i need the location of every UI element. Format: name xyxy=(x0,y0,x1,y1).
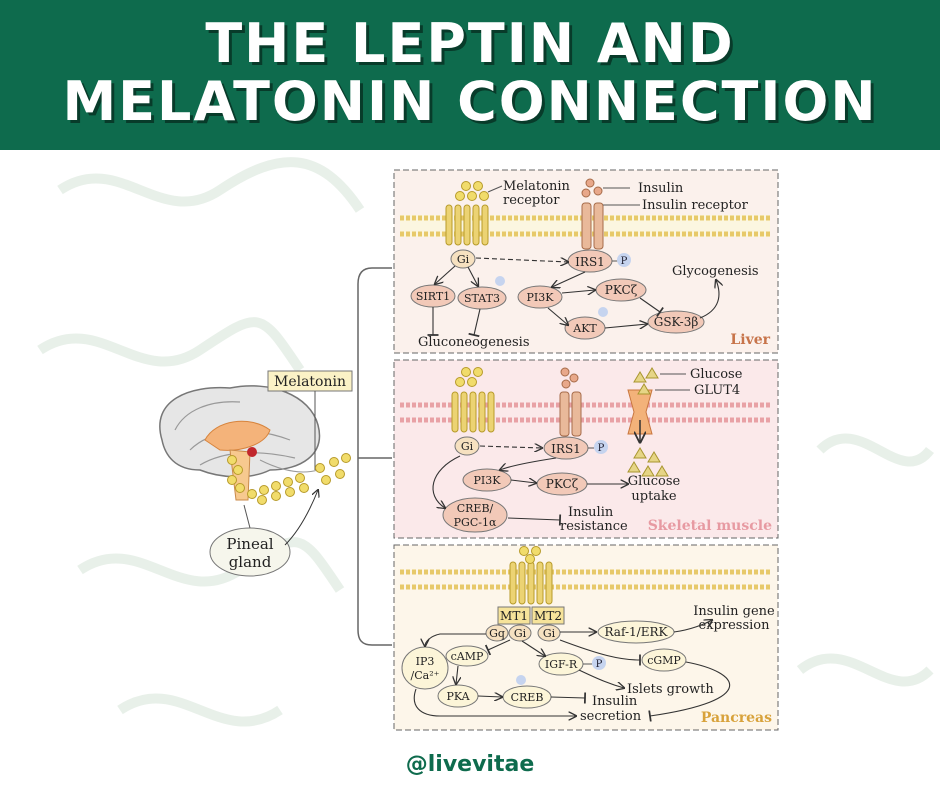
pancreas-gi1-node xyxy=(508,624,532,642)
muscle-gi-node xyxy=(454,436,480,456)
melatonin-label-box xyxy=(267,370,353,392)
liver-stat3-node xyxy=(457,286,507,310)
liver-gluconeogenesis-label: Gluconeogenesis xyxy=(418,335,530,350)
pancreas-mt-receptor-icon xyxy=(509,546,553,605)
liver-melatonin-receptor-label-2: receptor xyxy=(503,193,560,208)
muscle-glucose-uptake-label-2: uptake xyxy=(631,489,677,504)
liver-phospho-icon xyxy=(617,253,631,267)
muscle-pi3k-label: PI3K xyxy=(474,474,502,487)
liver-melatonin-receptor-icon xyxy=(445,181,489,246)
pancreas-gi1-label: Gi xyxy=(514,627,527,640)
social-handle: @livevitae xyxy=(405,752,535,777)
liver-section-label: Liver xyxy=(730,332,770,348)
liver-pi3k-label: PI3K xyxy=(527,291,555,304)
muscle-gi-label: Gi xyxy=(461,440,474,453)
title-banner: THE LEPTIN AND MELATONIN CONNECTION xyxy=(0,0,940,150)
liver-stat3-label: STAT3 xyxy=(464,292,500,305)
muscle-glucose-uptake-label-1: Glucose xyxy=(628,474,681,489)
muscle-glut4-label: GLUT4 xyxy=(694,383,740,398)
insulin-gene-label-2: expression xyxy=(699,618,771,633)
liver-insulin-receptor-label: Insulin receptor xyxy=(642,198,749,213)
melatonin-label: Melatonin xyxy=(274,374,346,390)
pancreas-gq-node xyxy=(485,624,509,642)
pancreas-phospho-icon xyxy=(592,656,606,670)
creb-label: CREB xyxy=(511,691,544,704)
muscle-creb-label-1: CREB/ xyxy=(457,502,494,515)
muscle-p-label: P xyxy=(598,443,605,454)
islets-growth-label: Islets growth xyxy=(627,682,714,697)
liver-melatonin-receptor-label-1: Melatonin xyxy=(503,179,570,194)
camp-node xyxy=(445,645,489,667)
cgmp-label: cGMP xyxy=(647,654,681,667)
cgmp-node xyxy=(641,648,687,672)
liver-pi3k-node xyxy=(517,285,563,309)
muscle-pkcz-label: PKCζ xyxy=(546,477,579,491)
insulin-secretion-label-1: Insulin xyxy=(592,694,638,709)
insulin-secretion-label-2: secretion xyxy=(580,709,642,724)
brain-illustration xyxy=(159,385,321,501)
muscle-insulin-resistance-label-2: resistance xyxy=(560,519,628,534)
pka-label: PKA xyxy=(446,690,470,703)
mt2-box xyxy=(531,606,565,625)
liver-insulin-label: Insulin xyxy=(638,181,684,196)
muscle-creb-node xyxy=(442,497,508,533)
ip3-label: IP3 xyxy=(416,655,435,668)
melatonin-molecules xyxy=(227,453,351,505)
pancreas-membrane xyxy=(400,569,770,590)
liver-glycogenesis-label: Glycogenesis xyxy=(672,264,759,279)
mt1-label: MT1 xyxy=(500,609,528,623)
liver-gsk3b-label: GSK-3β xyxy=(654,315,699,329)
insulin-gene-label-1: Insulin gene xyxy=(693,604,775,619)
mt2-label: MT2 xyxy=(534,609,562,623)
pancreas-p-label: P xyxy=(596,659,603,670)
liver-sirt1-label: SIRT1 xyxy=(416,290,450,303)
muscle-creb-label-2: PGC-1α xyxy=(454,516,497,529)
title-line-2: MELATONIN CONNECTION xyxy=(62,70,878,133)
pancreas-section-label: Pancreas xyxy=(701,710,772,726)
muscle-insulin-receptor-icon xyxy=(559,367,582,437)
ca-label: /Ca²⁺ xyxy=(411,669,440,682)
raf-erk-label: Raf-1/ERK xyxy=(605,625,669,639)
igfr-label: IGF-R xyxy=(545,658,578,671)
pancreas-gq-label: Gq xyxy=(489,627,505,640)
liver-insulin-receptor-icon xyxy=(581,178,604,250)
liver-gi-label: Gi xyxy=(457,253,470,266)
muscle-glucose-inside xyxy=(627,447,669,477)
muscle-phospho-icon xyxy=(594,440,608,454)
muscle-irs1-label: IRS1 xyxy=(551,442,581,456)
liver-p-label: P xyxy=(621,256,628,267)
liver-pkcz-label: PKCζ xyxy=(605,283,638,297)
pancreas-gi2-label: Gi xyxy=(543,627,556,640)
liver-akt-label: AKT xyxy=(572,322,597,335)
pineal-label-2: gland xyxy=(229,553,272,571)
title-line-1: THE LEPTIN AND xyxy=(205,12,735,75)
liver-gi-node xyxy=(450,249,476,269)
mt1-box xyxy=(497,606,531,625)
muscle-melatonin-receptor-icon xyxy=(451,367,495,433)
pancreas-gi2-node xyxy=(537,624,561,642)
liver-irs1-label: IRS1 xyxy=(575,255,605,269)
camp-label: cAMP xyxy=(451,650,484,663)
pineal-label-1: Pineal xyxy=(226,535,273,553)
muscle-insulin-resistance-label-1: Insulin xyxy=(568,505,614,520)
pathway-diagram: Melatonin Pineal gland Melatonin recepto… xyxy=(159,169,779,731)
glut4-transporter-icon xyxy=(627,367,659,435)
muscle-glucose-label: Glucose xyxy=(690,367,743,382)
ip3-node xyxy=(401,646,449,690)
muscle-section-label: Skeletal muscle xyxy=(648,518,772,534)
